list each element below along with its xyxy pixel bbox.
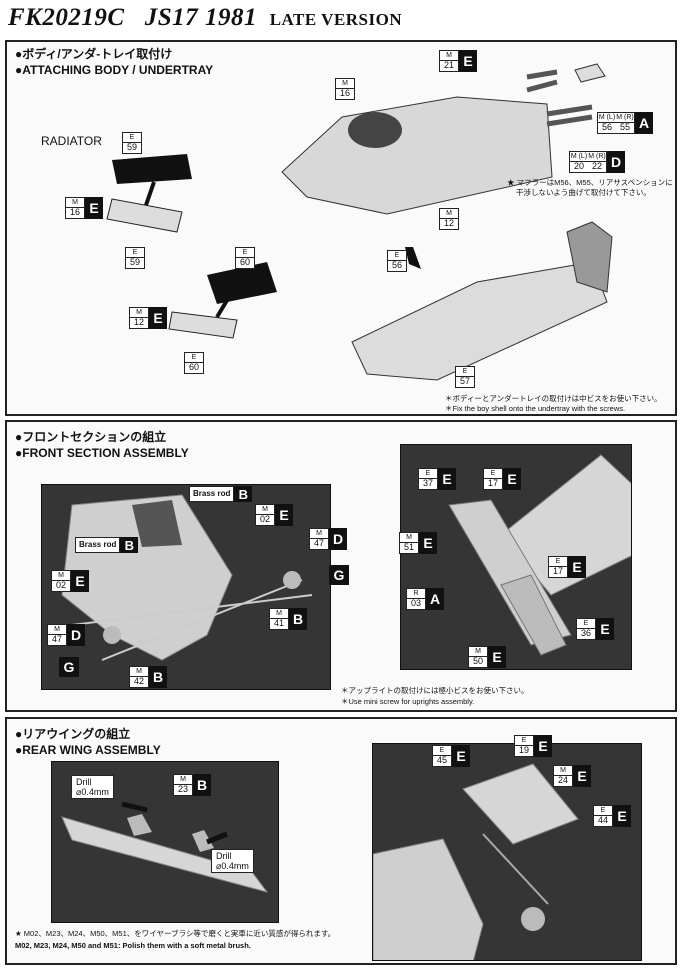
- front-section-photo: [41, 484, 331, 690]
- radiator-label: RADIATOR: [41, 134, 102, 148]
- section-body-undertray: ●ボディ/アンダ-トレイ取付け ●ATTACHING BODY / UNDERT…: [5, 40, 677, 416]
- page-title: FK20219C JS17 1981 LATE VERSION: [8, 4, 403, 31]
- drill-callout: Drill⌀0.4mm: [211, 849, 254, 873]
- part-tag: G: [59, 657, 79, 677]
- radiator-core: [106, 198, 183, 233]
- section-rear-wing: ●リアウイングの組立 ●REAR WING ASSEMBLY Drill⌀0.4…: [5, 717, 677, 965]
- section-front-assembly: ●フロントセクションの組立 ●FRONT SECTION ASSEMBLY Br…: [5, 420, 677, 712]
- radiator-panel-top: [112, 154, 192, 184]
- drill-callout: Drill⌀0.4mm: [71, 775, 114, 799]
- section-title-en: ●ATTACHING BODY / UNDERTRAY: [15, 63, 214, 77]
- radiator-panel-bottom: [207, 262, 277, 304]
- body-undertray-diagram: [106, 63, 613, 381]
- body-shell: [281, 96, 553, 215]
- rear-wing-assembly-photo: [372, 743, 642, 961]
- undertray: [351, 261, 608, 381]
- part-tag: G: [329, 565, 349, 585]
- section-title-jp: ●ボディ/アンダ-トレイ取付け: [15, 47, 173, 61]
